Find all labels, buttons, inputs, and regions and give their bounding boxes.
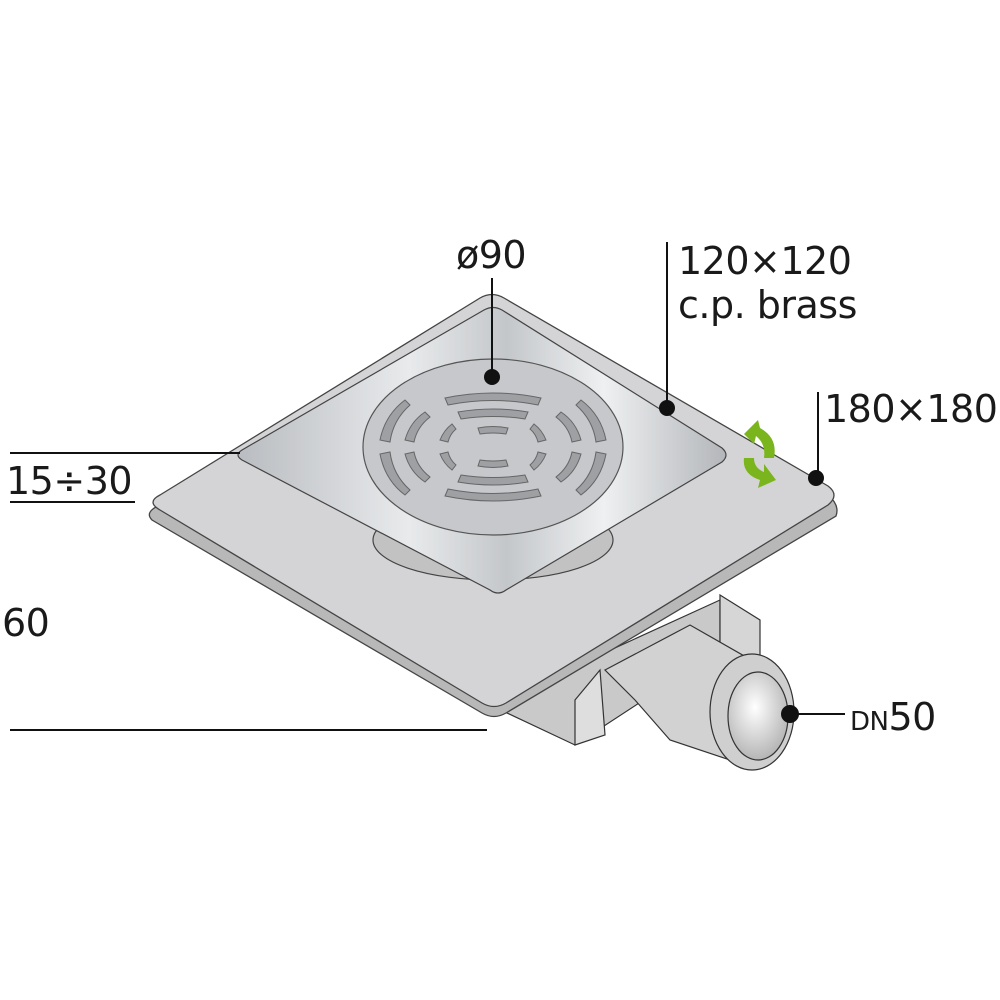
leader-lines	[10, 242, 845, 731]
grate-size-label: 120×120	[678, 239, 852, 283]
drain-body	[488, 593, 795, 771]
grate-plate	[237, 306, 727, 594]
height-label: 60	[2, 601, 50, 645]
body-size-label: 180×180	[824, 387, 998, 431]
outlet-dn-label: DN	[850, 707, 889, 737]
grate-diameter-label: ø90	[456, 233, 527, 277]
rotate-arrow-icon	[743, 420, 776, 488]
outlet-size-label: 50	[888, 695, 936, 739]
grate-material-label: c.p. brass	[678, 283, 857, 327]
height-adjust-label: 15÷30	[6, 459, 133, 503]
outlet-label: DN50	[850, 698, 936, 736]
